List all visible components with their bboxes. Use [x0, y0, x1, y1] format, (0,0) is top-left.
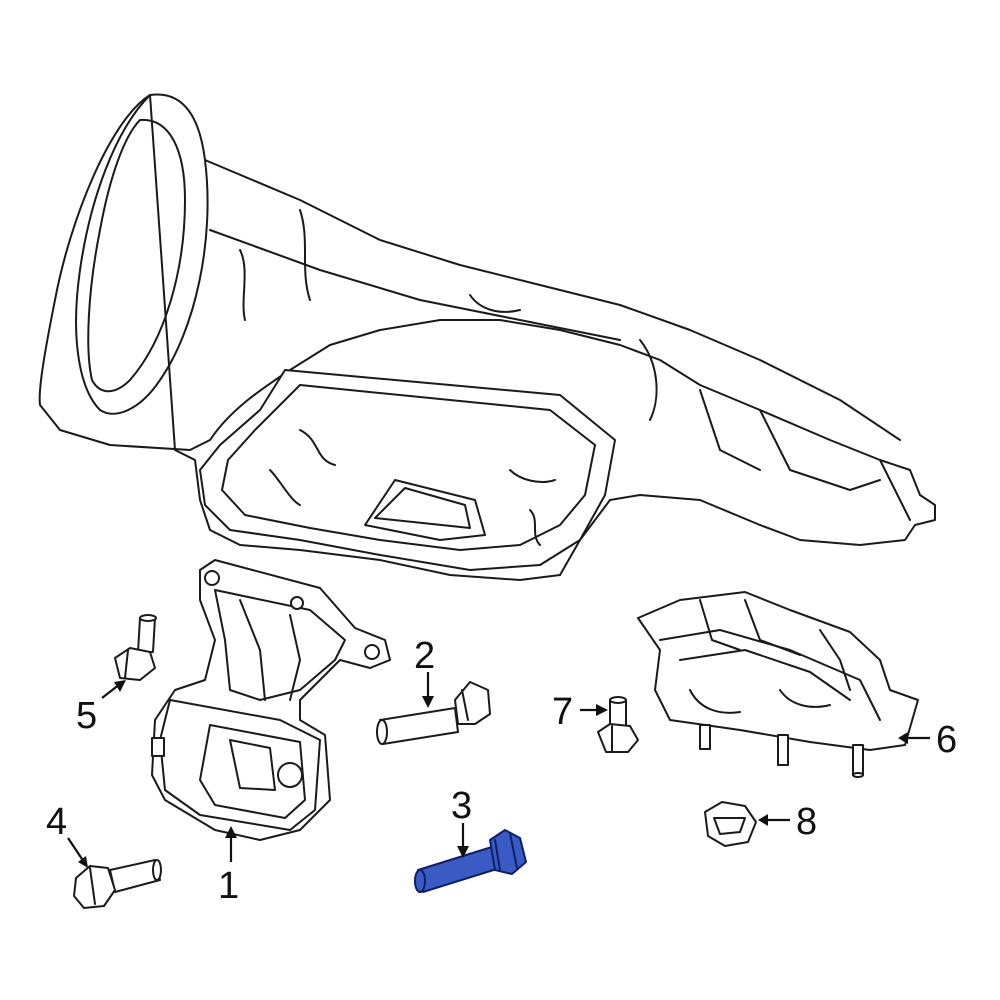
- part-7-bolt: [597, 696, 639, 753]
- part-3-bolt-highlighted: [414, 829, 527, 893]
- part-4-bolt: [73, 859, 162, 909]
- part-8-nut: [704, 801, 757, 847]
- callout-4: 4: [46, 801, 67, 843]
- callout-2: 2: [414, 635, 435, 677]
- part-6-mount: [637, 591, 919, 778]
- callout-8: 8: [796, 801, 817, 843]
- part-2-bolt: [376, 681, 491, 745]
- callout-5: 5: [76, 695, 97, 737]
- callout-labels: 1 2 3 4 5 6 7 8: [46, 635, 957, 907]
- callout-arrows: [67, 672, 930, 868]
- callout-6: 6: [936, 719, 957, 761]
- callout-1: 1: [218, 865, 239, 907]
- transmission-assembly: [38, 93, 936, 581]
- callout-3: 3: [451, 785, 472, 827]
- callout-7: 7: [552, 691, 573, 733]
- part-5-bolt: [114, 614, 157, 681]
- part-1-mount: [151, 559, 391, 841]
